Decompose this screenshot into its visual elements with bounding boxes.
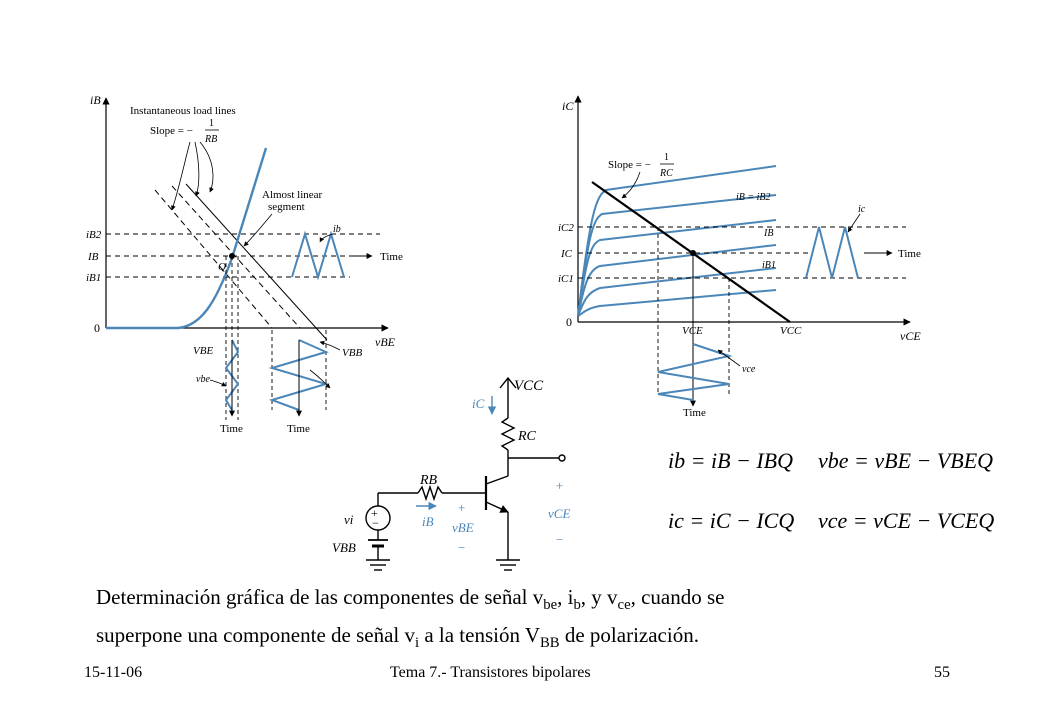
circuit-vbe-label: vBE (452, 520, 474, 535)
level-ib-label: IB (87, 251, 99, 263)
origin-label-right: 0 (566, 315, 572, 329)
transistor-emitter (485, 501, 509, 513)
time-label-2: Time (287, 423, 310, 435)
vce-minus-sign: − (556, 532, 563, 547)
transistor-collector (485, 475, 509, 485)
time-label-bottom-right: Time (683, 407, 706, 419)
ic-curve-5 (577, 194, 777, 317)
vce-small-label: vce (742, 364, 756, 375)
load-line-upper (171, 185, 301, 329)
vbe-minus-sign: − (458, 540, 465, 555)
equation-vce: vce = vCE − VCEQ (818, 508, 995, 533)
source-minus-sign: − (372, 516, 379, 530)
equation-ic: ic = iC − ICQ (668, 508, 795, 533)
time-axis-right-label: Time (380, 251, 403, 263)
vbe-plus-sign: + (458, 500, 465, 515)
figure-caption: Determinación gráfica de las componentes… (96, 585, 725, 652)
footer-title: Tema 7.- Transistores bipolares (390, 664, 591, 681)
curve-label-ib1: iB1 (762, 260, 776, 271)
footer-page-number: 55 (934, 664, 950, 681)
vcc-label: VCC (780, 325, 802, 337)
input-characteristic-figure: iB vBE 0 iB2 IB iB1 Q Instantaneous load… (86, 93, 403, 435)
time-label-1: Time (220, 423, 243, 435)
circuit-labels: VCC iC RC RB iB + − vi VBB + vBE − + vCE… (332, 378, 570, 555)
rb-resistor (417, 484, 443, 502)
load-line-lower (154, 189, 273, 329)
circuit-rc-label: RC (517, 429, 537, 444)
level-ic2-label: iC2 (558, 222, 574, 234)
circuit-vi-label: vi (344, 512, 354, 527)
ic-wave-label: ic (858, 204, 866, 215)
linear-segment-label-2: segment (268, 201, 305, 213)
vce-label: VCE (682, 325, 703, 337)
source-plus-sign: + (371, 506, 378, 520)
bjt-circuit (365, 376, 566, 571)
level-ib2-label: iB2 (86, 229, 102, 241)
vce-axis-label: vCE (900, 329, 921, 343)
vce-plus-sign: + (556, 478, 563, 493)
ic-waveform (805, 226, 859, 279)
slope-denominator: RB (204, 134, 217, 145)
input-characteristic-curve (106, 147, 268, 330)
vbe-axis-label: vBE (375, 335, 396, 349)
ic-curve-1 (577, 289, 777, 317)
level-ic1-label: iC1 (558, 273, 574, 285)
ib-waveform (291, 230, 345, 281)
origin-label: 0 (94, 321, 100, 335)
vbb-label: VBB (342, 347, 362, 359)
level-ic-label: IC (560, 248, 573, 260)
vbe-label: VBE (193, 345, 213, 357)
slope-denominator-right: RC (659, 168, 673, 179)
curve-label-ib2: iB = iB2 (736, 192, 771, 203)
circuit-vbb-label: VBB (332, 540, 356, 555)
output-terminal (558, 454, 566, 462)
linear-segment-label-1: Almost linear (262, 189, 323, 201)
rc-resistor (500, 417, 516, 451)
ic-axis-label: iC (562, 99, 574, 113)
load-line-quiescent (185, 183, 328, 341)
slope-numerator: 1 (209, 118, 214, 129)
load-lines-label: Instantaneous load lines (130, 105, 236, 117)
ib-axis-label: iB (90, 93, 101, 107)
circuit-ic-label: iC (472, 396, 485, 411)
circuit-ib-label: iB (422, 514, 434, 529)
level-ib1-label: iB1 (86, 272, 101, 284)
circuit-vcc-label: VCC (514, 378, 544, 394)
slope-label-right: Slope = − (608, 159, 651, 171)
output-characteristic-figure: iC vCE 0 iC2 IC iC1 Slope = − 1 RC iB = … (558, 95, 921, 419)
vbe-small-label: vbe (196, 374, 210, 385)
equation-ib: ib = iB − IBQ (668, 448, 794, 473)
ic-curve-4 (577, 219, 777, 317)
curve-label-ib: IB (763, 228, 773, 239)
slope-label: Slope = − (150, 125, 193, 137)
slope-numerator-right: 1 (664, 152, 669, 163)
circuit-rb-label: RB (419, 473, 438, 488)
q-point-label: Q (218, 261, 226, 273)
equation-vbe: vbe = vBE − VBEQ (818, 448, 994, 473)
ib-wave-label: ib (333, 224, 341, 235)
footer-date: 15-11-06 (84, 664, 143, 681)
time-axis-right-label-2: Time (898, 248, 921, 260)
circuit-vce-label: vCE (548, 506, 570, 521)
